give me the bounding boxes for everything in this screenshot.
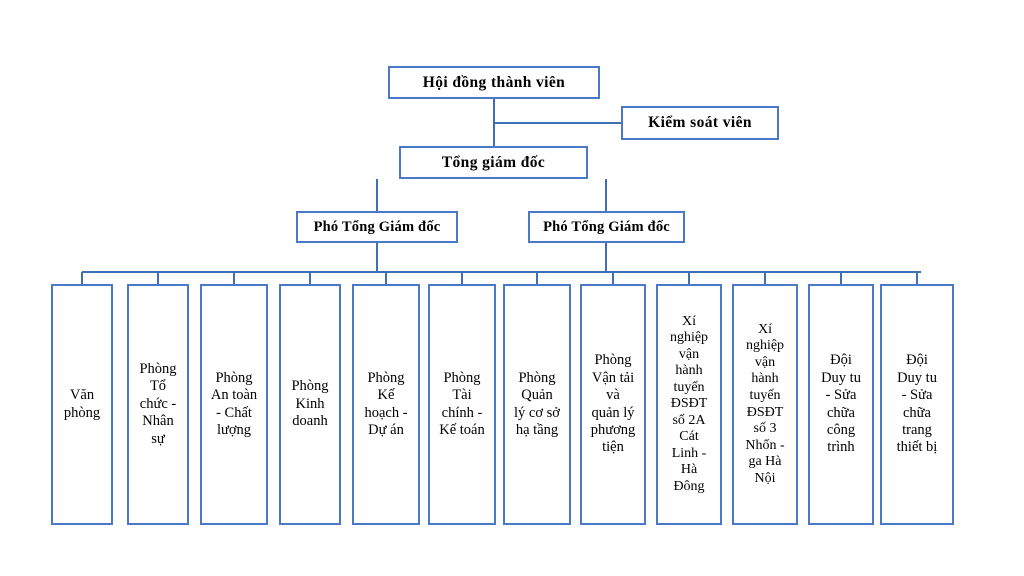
node-department-9[interactable]: Xí nghiệp vận hành tuyến ĐSĐT số 2A Cát …	[656, 284, 722, 525]
node-department-7[interactable]: Phòng Quản lý cơ sở hạ tầng	[503, 284, 571, 525]
node-department-3[interactable]: Phòng An toàn - Chất lượng	[200, 284, 268, 525]
node-department-5-label: Phòng Kế hoạch - Dự án	[364, 369, 408, 438]
node-department-12[interactable]: Đội Duy tu - Sửa chữa trang thiết bị	[880, 284, 954, 525]
node-general-director[interactable]: Tổng giám đốc	[399, 146, 588, 179]
node-department-4-label: Phòng Kinh doanh	[291, 378, 329, 430]
node-deputy-director-right[interactable]: Phó Tổng Giám đốc	[528, 211, 685, 243]
node-supervisor-label: Kiểm soát viên	[648, 114, 752, 132]
node-department-12-label: Đội Duy tu - Sửa chữa trang thiết bị	[896, 352, 938, 456]
node-department-9-label: Xí nghiệp vận hành tuyến ĐSĐT số 2A Cát …	[669, 313, 709, 494]
node-deputy-director-right-label: Phó Tổng Giám đốc	[543, 218, 670, 235]
node-department-7-label: Phòng Quản lý cơ sở hạ tầng	[514, 369, 560, 438]
node-department-3-label: Phòng An toàn - Chất lượng	[210, 369, 258, 438]
node-department-10-label: Xí nghiệp vận hành tuyến ĐSĐT số 3 Nhổn …	[745, 321, 785, 486]
node-department-11[interactable]: Đội Duy tu - Sửa chữa công trình	[808, 284, 874, 525]
node-general-director-label: Tổng giám đốc	[441, 153, 546, 171]
node-deputy-director-left[interactable]: Phó Tổng Giám đốc	[296, 211, 458, 243]
node-department-6-label: Phòng Tài chính - Kế toán	[439, 369, 485, 438]
node-department-5[interactable]: Phòng Kế hoạch - Dự án	[352, 284, 420, 525]
node-deputy-director-left-label: Phó Tổng Giám đốc	[313, 218, 441, 235]
node-board-of-members-label: Hội đồng thành viên	[422, 73, 566, 91]
node-department-2[interactable]: Phòng Tổ chức - Nhân sự	[127, 284, 189, 525]
node-department-4[interactable]: Phòng Kinh doanh	[279, 284, 341, 525]
node-department-11-label: Đội Duy tu - Sửa chữa công trình	[821, 352, 861, 456]
node-board-of-members[interactable]: Hội đồng thành viên	[388, 66, 600, 99]
node-department-1[interactable]: Văn phòng	[51, 284, 113, 525]
node-department-8-label: Phòng Vận tải và quản lý phương tiện	[590, 352, 636, 456]
node-supervisor[interactable]: Kiểm soát viên	[621, 106, 779, 140]
node-department-1-label: Văn phòng	[63, 387, 101, 421]
node-department-6[interactable]: Phòng Tài chính - Kế toán	[428, 284, 496, 525]
node-department-2-label: Phòng Tổ chức - Nhân sự	[139, 361, 177, 447]
node-department-10[interactable]: Xí nghiệp vận hành tuyến ĐSĐT số 3 Nhổn …	[732, 284, 798, 525]
node-department-8[interactable]: Phòng Vận tải và quản lý phương tiện	[580, 284, 646, 525]
